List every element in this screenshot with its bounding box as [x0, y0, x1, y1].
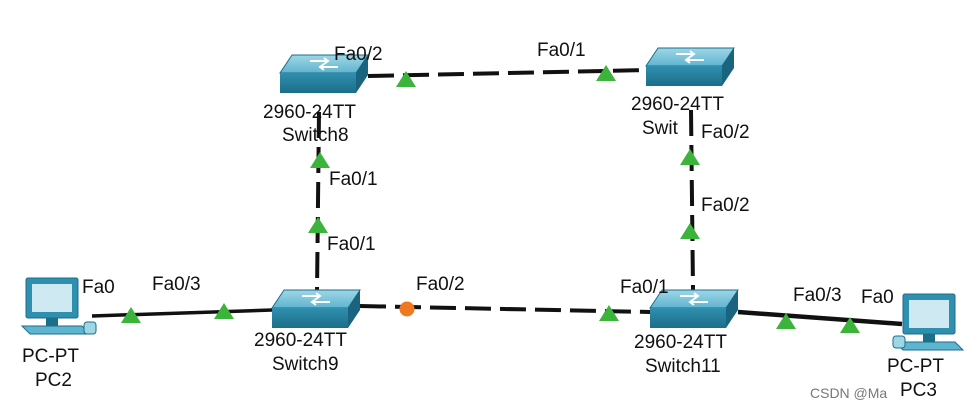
- link-up-indicator: [776, 313, 796, 329]
- switch10-name-label: Swit: [642, 118, 678, 139]
- link-up-indicator: [840, 317, 860, 333]
- pc2-icon[interactable]: [20, 277, 97, 335]
- link-switch10-switch11[interactable]: [689, 109, 695, 291]
- links: [91, 68, 903, 327]
- port-label-switch8-fa01: Fa0/1: [329, 169, 378, 190]
- port-label-pc2-fa0: Fa0: [82, 277, 115, 298]
- port-label-switch10-fa02: Fa0/2: [701, 122, 750, 143]
- switch8-model-label: 2960-24TT: [263, 102, 356, 123]
- link-up-indicator: [308, 217, 328, 233]
- switch8-icon[interactable]: [279, 54, 369, 93]
- pc2-type-label: PC-PT: [22, 346, 79, 367]
- link-pc2-switch9[interactable]: [91, 308, 273, 318]
- link-switch8-switch9[interactable]: [315, 111, 321, 293]
- port-label-switch9-fa02: Fa0/2: [416, 274, 465, 295]
- pc3-type-label: PC-PT: [887, 356, 944, 377]
- link-up-indicator: [680, 223, 700, 239]
- link-up-indicator: [680, 149, 700, 165]
- link-switch11-pc3[interactable]: [737, 309, 903, 327]
- link-up-indicator: [121, 307, 141, 323]
- port-label-switch11-fa01: Fa0/1: [620, 277, 669, 298]
- link-switch8-switch10[interactable]: [367, 68, 649, 78]
- watermark: CSDN @Ma: [810, 385, 888, 401]
- switch11-name-label: Switch11: [645, 356, 721, 377]
- switch11-model-label: 2960-24TT: [634, 332, 727, 353]
- port-label-switch9-fa01: Fa0/1: [327, 234, 376, 255]
- port-label-switch10-fa01: Fa0/1: [537, 40, 586, 61]
- switch10-icon[interactable]: [645, 47, 735, 86]
- port-label-switch11-fa02: Fa0/2: [701, 195, 750, 216]
- pc2-name-label: PC2: [35, 370, 72, 391]
- pc3-icon[interactable]: [892, 293, 965, 351]
- pc3-name-label: PC3: [900, 380, 937, 401]
- switch9-name-label: Switch9: [272, 354, 339, 375]
- port-label-pc3-fa0: Fa0: [861, 287, 894, 308]
- port-label-switch9-fa03: Fa0/3: [152, 274, 201, 295]
- link-up-indicator: [310, 152, 330, 168]
- switch10-model-label: 2960-24TT: [631, 94, 724, 115]
- switch8-name-label: Switch8: [282, 125, 349, 146]
- port-label-switch8-fa02: Fa0/2: [334, 44, 383, 65]
- switch9-icon[interactable]: [271, 289, 361, 328]
- link-up-indicator: [596, 65, 616, 81]
- link-up-indicator: [599, 305, 619, 321]
- link-up-indicator: [396, 71, 416, 87]
- link-blocked-indicator: [399, 301, 415, 317]
- switch9-model-label: 2960-24TT: [254, 330, 347, 351]
- link-indicators: [121, 65, 860, 333]
- port-label-switch11-fa03: Fa0/3: [793, 285, 842, 306]
- link-up-indicator: [214, 303, 234, 319]
- switch11-icon[interactable]: [649, 289, 739, 328]
